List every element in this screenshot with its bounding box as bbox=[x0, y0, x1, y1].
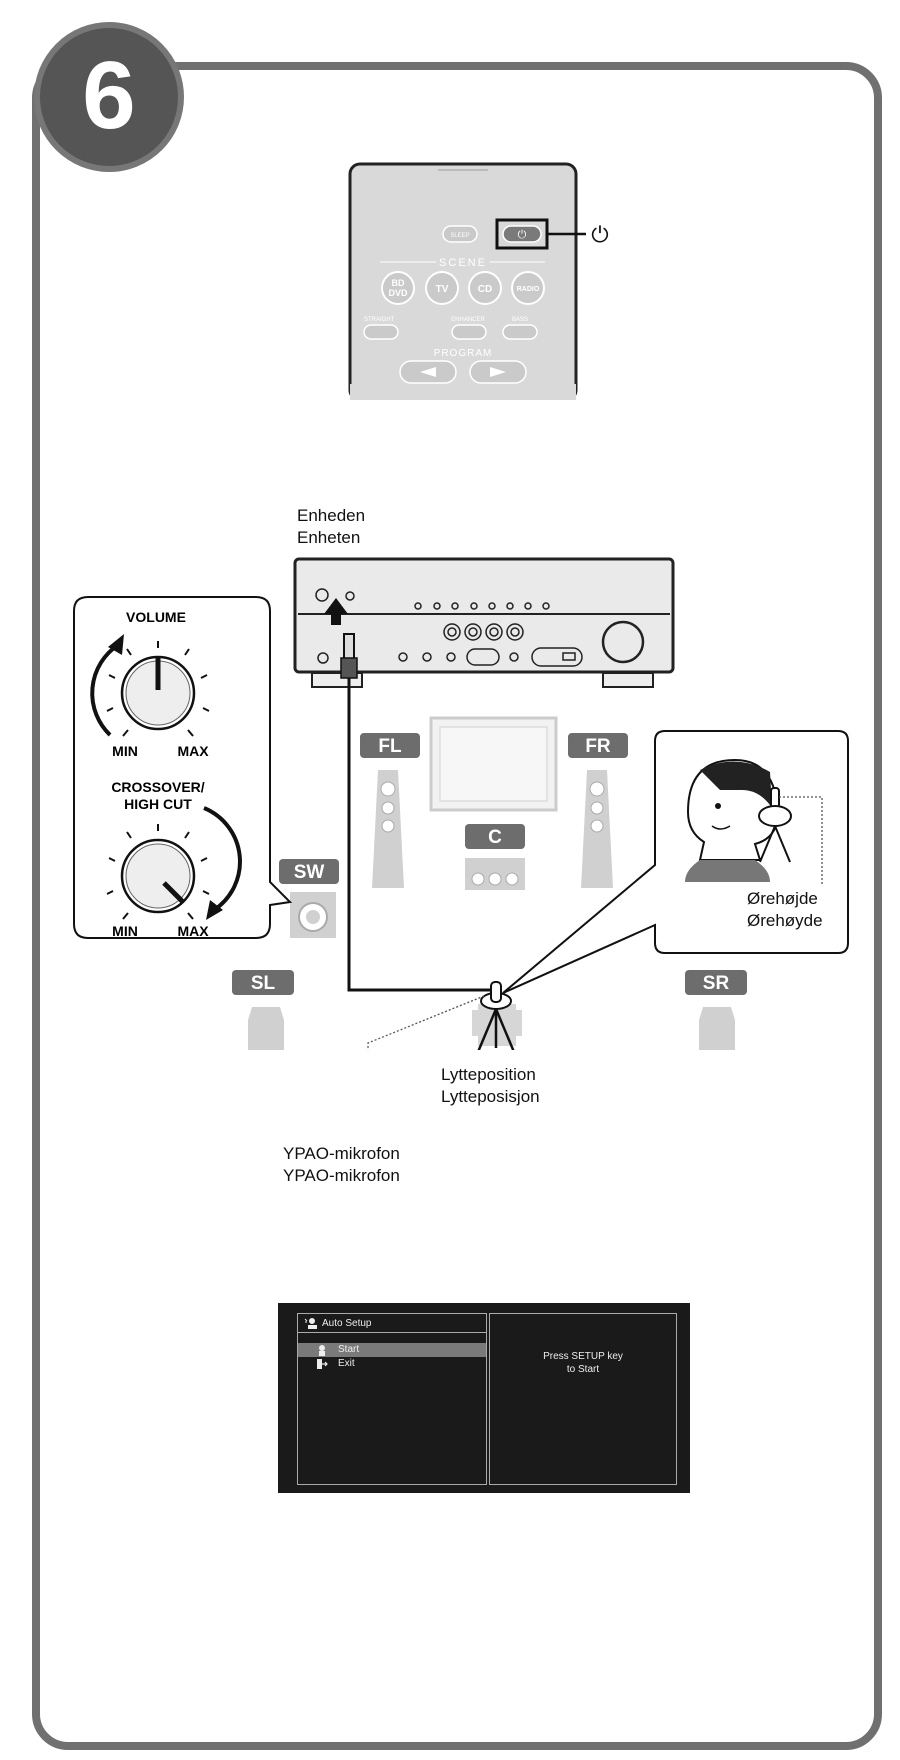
scene-button-radio[interactable] bbox=[511, 271, 545, 305]
speaker-c-label: C bbox=[488, 827, 502, 848]
cd-label: CD bbox=[478, 284, 492, 295]
unit-label-no: Enheten bbox=[297, 528, 361, 547]
osd-menu-item-start[interactable]: Start bbox=[298, 1343, 486, 1357]
speaker-c: C bbox=[465, 824, 525, 890]
start-icon bbox=[319, 1345, 325, 1356]
auto-setup-screen: Auto Setup Start Exit Press SETUP key to… bbox=[278, 1303, 690, 1493]
volume-max-label: MAX bbox=[177, 743, 209, 759]
mic-label-da: YPAO-mikrofon bbox=[283, 1144, 400, 1163]
crossover-knob[interactable] bbox=[106, 824, 210, 920]
crossover-max-label: MAX bbox=[177, 923, 209, 939]
speaker-sw: SW bbox=[279, 859, 339, 938]
osd-menu-item-label: Start bbox=[338, 1344, 360, 1355]
power-button[interactable] bbox=[502, 225, 542, 243]
ear-height-label-da: Ørehøjde bbox=[747, 889, 818, 908]
speaker-sl: SL bbox=[232, 970, 294, 1050]
tv-label: TV bbox=[436, 284, 449, 295]
power-symbol-callout: ⏻ bbox=[591, 222, 608, 247]
auto-setup-icon bbox=[304, 1318, 317, 1329]
osd-message-line-1: Press SETUP key bbox=[543, 1351, 623, 1362]
bass-button[interactable] bbox=[502, 324, 538, 340]
speaker-fr-label: FR bbox=[585, 736, 611, 757]
enhancer-button[interactable] bbox=[451, 324, 487, 340]
ear-height-label-no: Ørehøyde bbox=[747, 911, 823, 930]
speaker-fr: FR bbox=[568, 733, 628, 888]
scene-button-bd-dvd[interactable] bbox=[381, 271, 415, 305]
bass-label: BASS bbox=[512, 317, 528, 323]
straight-label: STRAIGHT bbox=[364, 317, 395, 323]
program-label: PROGRAM bbox=[434, 348, 493, 359]
speaker-sw-label: SW bbox=[294, 862, 325, 883]
osd-menu-item-exit[interactable]: Exit bbox=[298, 1357, 486, 1371]
crossover-label: CROSSOVER/ bbox=[111, 779, 204, 795]
setup-diagram: FL FR C SW SL SR bbox=[232, 557, 747, 1050]
sleep-label: SLEEP bbox=[450, 233, 469, 239]
osd-message-panel: Press SETUP key to Start bbox=[489, 1313, 677, 1485]
radio-label: RADIO bbox=[517, 286, 540, 293]
speaker-sl-label: SL bbox=[251, 973, 276, 994]
listening-position-label-no: Lytteposisjon bbox=[441, 1087, 540, 1106]
remote-control: SLEEP ⏻ ⏻ SCENE BD DVD TV CD RADIO STRAI… bbox=[348, 162, 609, 400]
microphone-on-tripod bbox=[477, 981, 515, 1050]
speaker-sr: SR bbox=[685, 970, 747, 1050]
scene-label: SCENE bbox=[439, 257, 487, 269]
osd-message: Press SETUP key to Start bbox=[490, 1350, 676, 1376]
osd-message-line-2: to Start bbox=[566, 1364, 600, 1375]
mic-label-no: YPAO-mikrofon bbox=[283, 1166, 400, 1185]
volume-knob[interactable] bbox=[106, 641, 210, 737]
volume-min-label: MIN bbox=[112, 743, 138, 759]
osd-title: Auto Setup bbox=[322, 1318, 372, 1329]
callout-microphone bbox=[758, 787, 792, 863]
osd-menu-panel: Auto Setup Start Exit bbox=[297, 1313, 487, 1485]
knob-panel: VOLUME MIN MAX CROSSOVER/ HIGH CUT MIN M… bbox=[73, 596, 293, 939]
step-number-badge: 6 bbox=[34, 22, 184, 172]
listening-position-label-da: Lytteposition bbox=[441, 1065, 536, 1084]
unit-label-da: Enheden bbox=[297, 506, 366, 525]
osd-menu-item-label: Exit bbox=[338, 1358, 355, 1369]
dvd-label: DVD bbox=[388, 288, 408, 298]
high-cut-label: HIGH CUT bbox=[124, 796, 192, 812]
bd-label: BD bbox=[392, 278, 405, 288]
sleep-button[interactable] bbox=[442, 225, 478, 243]
volume-label: VOLUME bbox=[126, 609, 186, 625]
ear-height-callout bbox=[502, 730, 849, 994]
scene-button-cd[interactable] bbox=[468, 271, 502, 305]
scene-button-tv[interactable] bbox=[425, 271, 459, 305]
osd-title-divider bbox=[298, 1332, 486, 1333]
power-icon: ⏻ bbox=[518, 229, 527, 241]
enhancer-label: ENHANCER bbox=[451, 317, 485, 323]
straight-button[interactable] bbox=[363, 324, 399, 340]
exit-icon bbox=[317, 1359, 328, 1369]
av-receiver bbox=[293, 557, 675, 688]
speaker-fl-label: FL bbox=[378, 736, 402, 757]
speaker-fl: FL bbox=[360, 733, 420, 888]
listener-head-illustration bbox=[685, 758, 780, 882]
crossover-min-label: MIN bbox=[112, 923, 138, 939]
speaker-sr-label: SR bbox=[703, 973, 730, 994]
